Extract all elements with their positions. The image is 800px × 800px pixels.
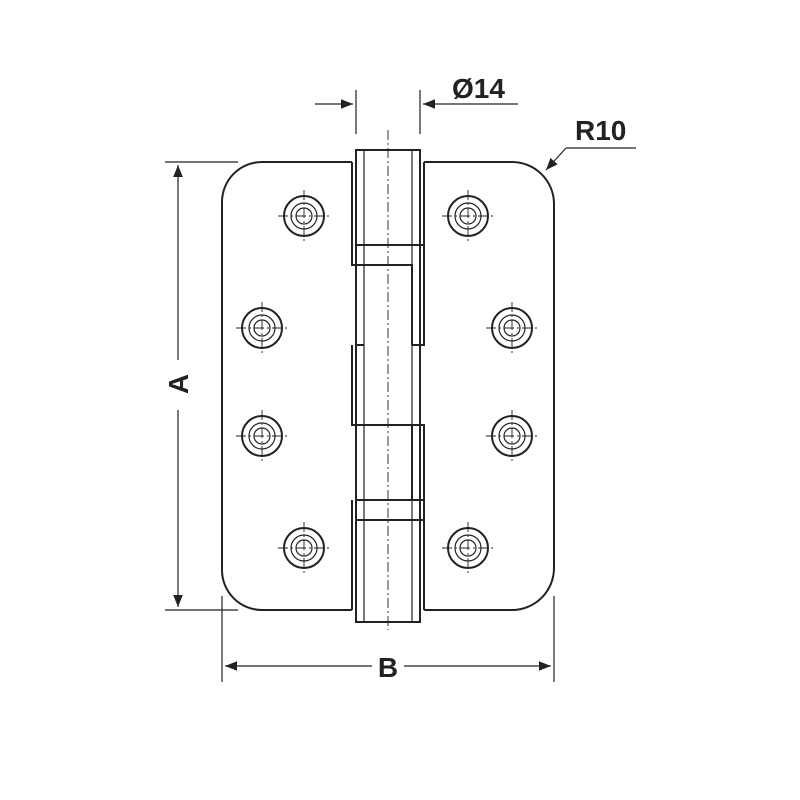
screw-hole xyxy=(486,302,538,354)
knuckle-segment-lines xyxy=(351,162,425,610)
left-leaf-outline xyxy=(221,161,352,611)
screw-hole xyxy=(278,522,330,574)
screw-hole xyxy=(236,410,288,462)
dimension-radius-label: R10 xyxy=(575,115,626,146)
dimension-b: B xyxy=(221,596,555,683)
dimension-a-label: A xyxy=(163,374,194,394)
dimension-b-label: B xyxy=(378,652,398,683)
screw-hole xyxy=(278,190,330,242)
dimension-diameter: Ø14 xyxy=(315,73,518,134)
screw-hole xyxy=(442,190,494,242)
screw-holes xyxy=(236,190,538,574)
screw-hole xyxy=(236,302,288,354)
dimension-a: A xyxy=(163,161,238,611)
knuckle-barrel xyxy=(351,130,425,630)
right-leaf-outline xyxy=(424,161,555,611)
screw-hole xyxy=(442,522,494,574)
dimension-radius: R10 xyxy=(545,115,636,171)
screw-hole xyxy=(486,410,538,462)
dimension-diameter-label: Ø14 xyxy=(452,73,505,104)
